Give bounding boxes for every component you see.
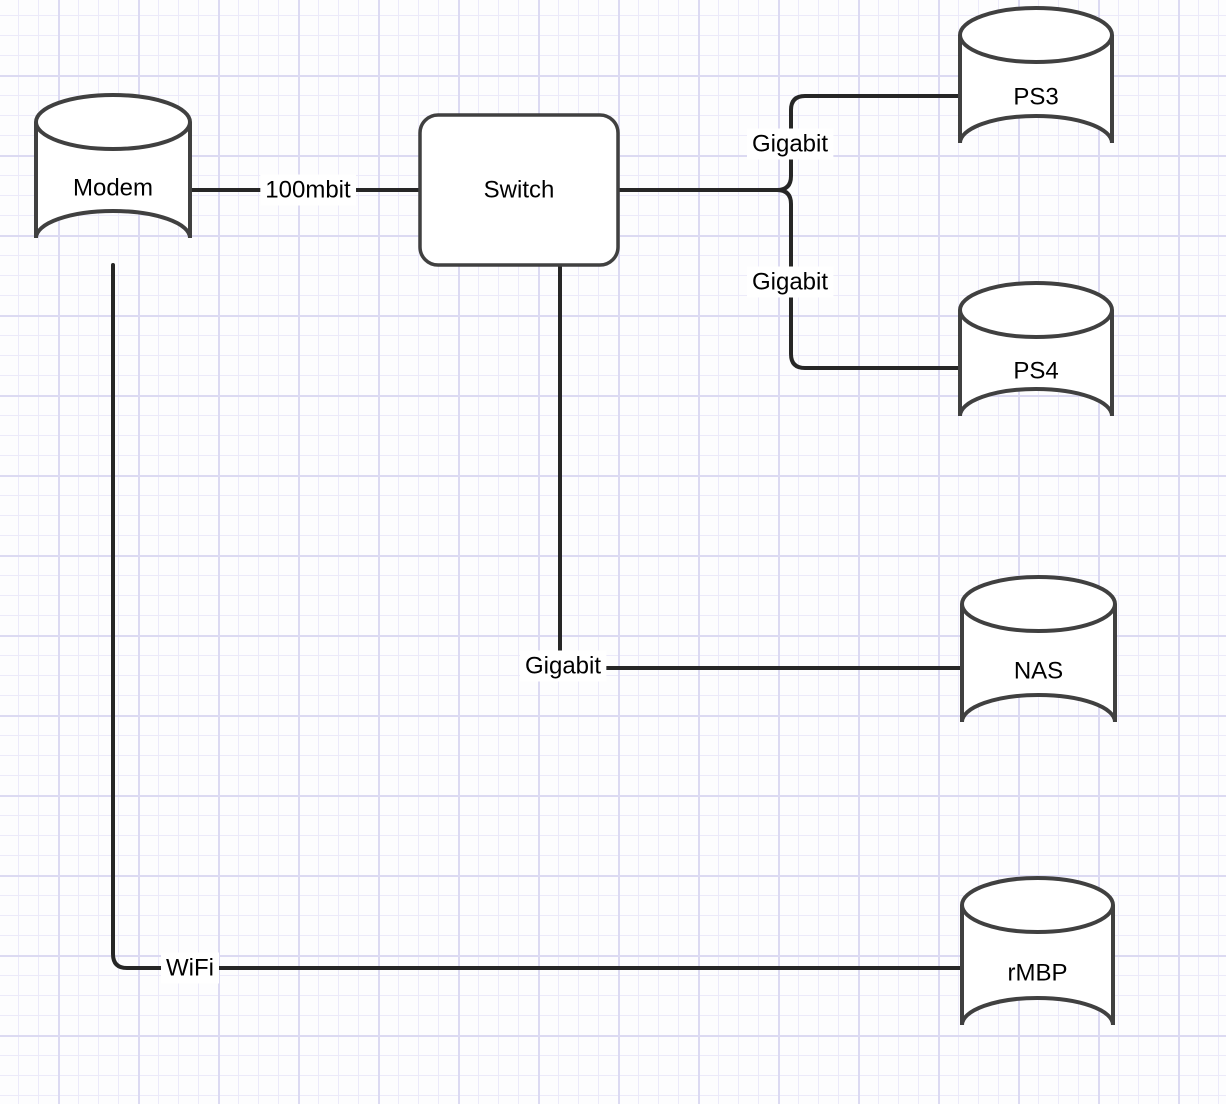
edge-label-modem-switch: 100mbit xyxy=(260,174,357,206)
edge-label-switch-ps4-text: Gigabit xyxy=(752,269,828,296)
node-ps4-rim xyxy=(958,309,1114,339)
edge-label-switch-nas: Gigabit xyxy=(519,650,607,682)
node-ps4-body xyxy=(958,281,1114,417)
node-modem-body xyxy=(34,93,192,239)
node-ps4[interactable]: PS4 xyxy=(958,281,1114,417)
edge-label-switch-ps3-text: Gigabit xyxy=(752,131,828,158)
edge-label-switch-nas-text: Gigabit xyxy=(525,653,601,680)
node-ps3-label: PS3 xyxy=(1013,84,1058,111)
node-nas-label: NAS xyxy=(1014,658,1063,685)
node-nas-body xyxy=(960,575,1117,723)
edge-switch-nas[interactable] xyxy=(558,263,964,670)
node-switch-label: Switch xyxy=(484,177,555,204)
edge-label-modem-rmbp-bg xyxy=(161,952,219,984)
node-nas[interactable]: NAS xyxy=(960,575,1117,723)
edge-label-switch-ps3-bg xyxy=(746,128,834,160)
edge-label-switch-nas-bg xyxy=(519,650,607,682)
node-switch[interactable]: Switch xyxy=(418,113,620,267)
edge-label-modem-rmbp-text: WiFi xyxy=(166,955,214,982)
node-nas-rim xyxy=(960,603,1117,633)
edge-label-switch-ps4-bg xyxy=(746,266,834,298)
node-ps4-label: PS4 xyxy=(1013,358,1058,385)
edge-label-modem-switch-text: 100mbit xyxy=(265,177,351,204)
node-rmbp-rim xyxy=(960,904,1115,934)
node-modem[interactable]: Modem xyxy=(34,93,192,239)
edge-label-modem-rmbp: WiFi xyxy=(161,952,219,984)
node-rmbp-body xyxy=(960,876,1115,1026)
node-modem-label: Modem xyxy=(73,175,153,202)
edge-label-switch-ps3: Gigabit xyxy=(746,128,834,160)
node-switch-body xyxy=(418,113,620,267)
node-modem-rim xyxy=(34,121,192,151)
edge-label-modem-switch-bg xyxy=(260,174,357,206)
node-rmbp[interactable]: rMBP xyxy=(960,876,1115,1026)
node-ps3[interactable]: PS3 xyxy=(958,6,1114,144)
edge-label-switch-ps4: Gigabit xyxy=(746,266,834,298)
node-rmbp-label: rMBP xyxy=(1008,960,1068,987)
node-ps3-body xyxy=(958,6,1114,144)
edge-modem-rmbp[interactable] xyxy=(111,263,964,970)
node-ps3-rim xyxy=(958,34,1114,64)
